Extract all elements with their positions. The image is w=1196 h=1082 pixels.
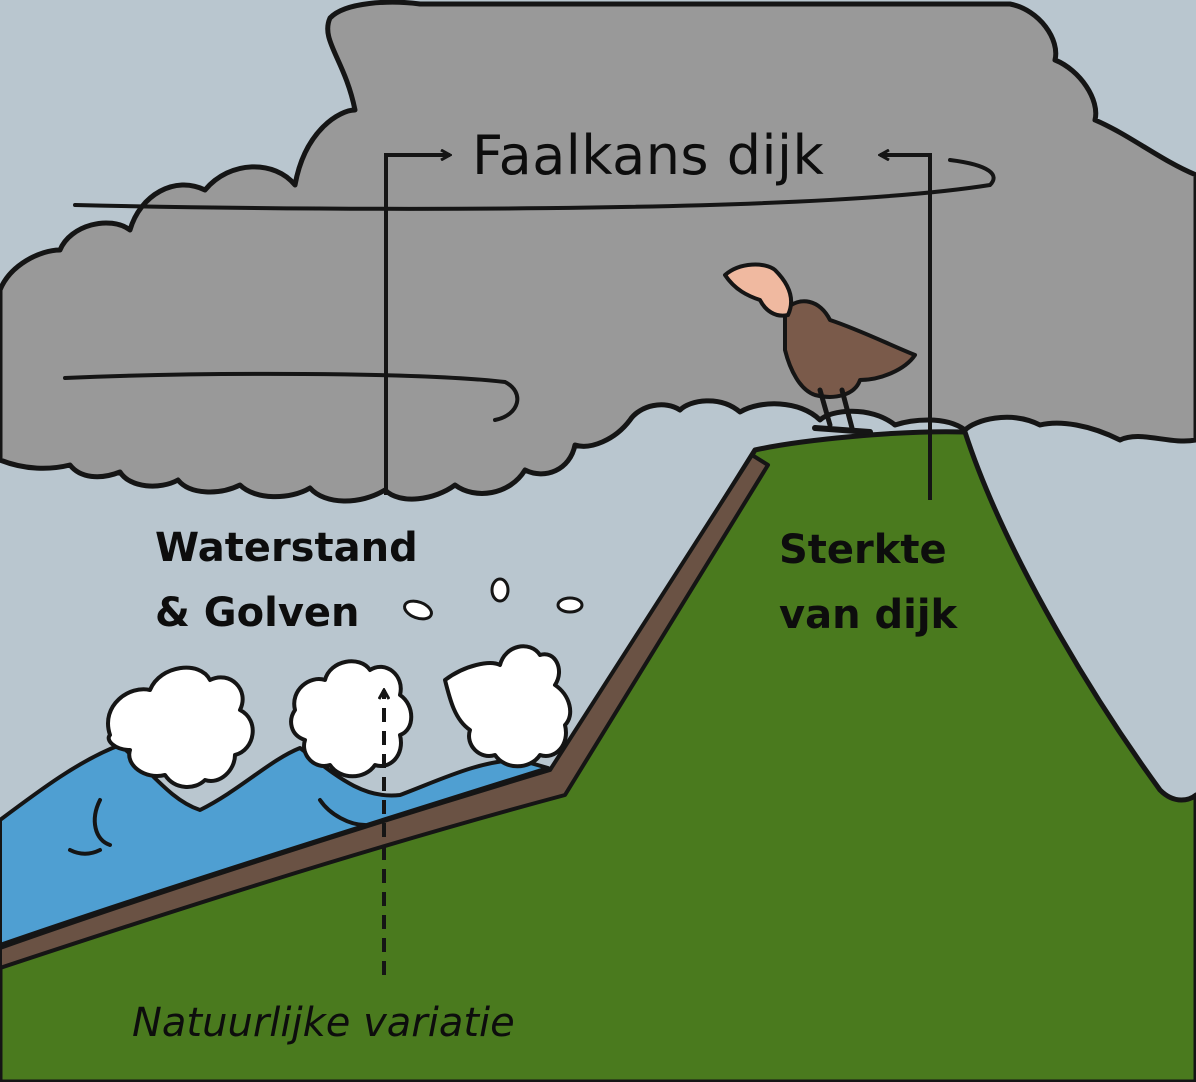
failure-probability-title: Faalkans dijk <box>472 124 825 187</box>
water-swirl-3 <box>318 798 367 827</box>
arrow-water-to-title <box>384 155 450 495</box>
wind-line-top <box>73 158 996 211</box>
dike-strength-label-line2: van dijk <box>779 592 958 638</box>
person-coat <box>783 299 917 399</box>
dike-strength-label-line1: Sterkte <box>779 527 947 573</box>
person-head <box>723 262 794 318</box>
natural-variation-label: Natuurlijke variatie <box>132 1000 515 1046</box>
water-level-label-line1: Waterstand <box>155 525 418 571</box>
person-feet <box>812 425 873 435</box>
spray-drop-3 <box>556 596 584 614</box>
arrow-strength-to-title <box>880 155 932 500</box>
water-level-label-line2: & Golven <box>155 590 360 636</box>
person-leg-right <box>839 387 855 431</box>
water-swirl-2 <box>68 848 102 856</box>
storm-cloud <box>0 0 1196 504</box>
foam-crest-right <box>443 644 573 769</box>
person-figure <box>723 262 917 435</box>
wind-line-middle <box>63 371 520 422</box>
person-leg-left <box>817 387 833 428</box>
spray-drop-2 <box>490 577 510 603</box>
foam-crest-left <box>106 665 255 789</box>
spray-drop-1 <box>403 599 433 621</box>
water-swirl-1 <box>92 798 112 847</box>
